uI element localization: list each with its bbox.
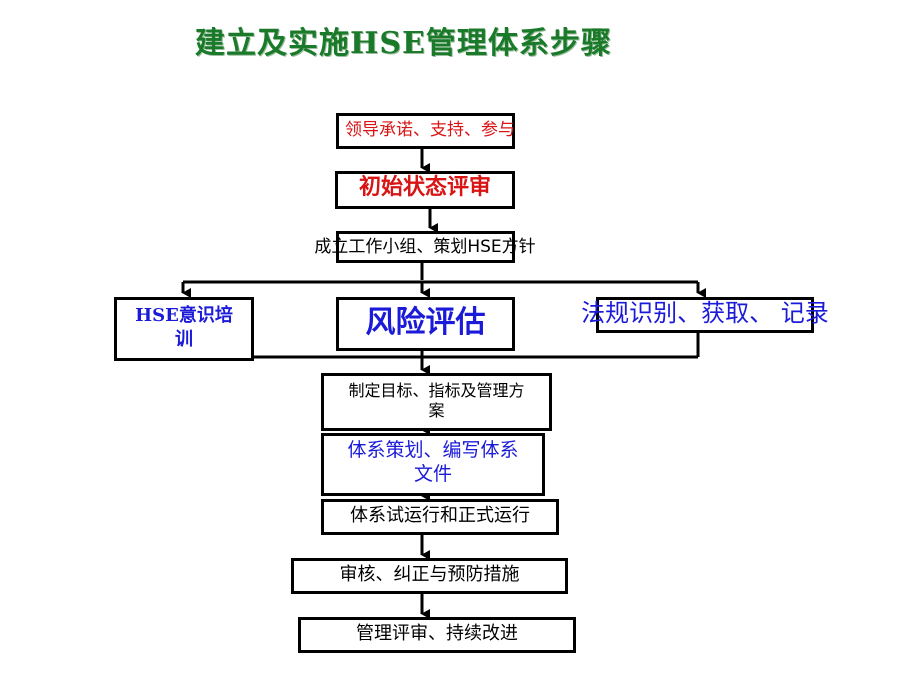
regulations-label: 法规识别、获取、 记录 <box>581 299 829 327</box>
system-planning-label-1: 体系策划、编写体系 <box>347 439 519 461</box>
hse-training-label-1: HSE意识培 <box>135 305 233 326</box>
audit-label: 审核、纠正与预防措施 <box>339 564 520 585</box>
initial-review-label: 初始状态评审 <box>358 174 491 200</box>
page-title: 建立及实施HSE管理体系步骤 <box>195 26 612 61</box>
objectives-label-1: 制定目标、指标及管理方 <box>348 381 525 400</box>
risk-assessment-label: 风险评估 <box>365 305 486 340</box>
hse-training-box <box>114 297 254 361</box>
review-box <box>298 617 576 653</box>
working-group-box <box>336 231 515 263</box>
system-planning-box <box>321 433 545 496</box>
review-label: 管理评审、持续改进 <box>356 623 518 644</box>
hse-training-label-2: 训 <box>175 329 193 350</box>
leadership-box <box>336 113 515 149</box>
system-planning-label-2: 文件 <box>413 463 452 485</box>
leadership-label: 领导承诺、支持、参与 <box>345 120 515 140</box>
initial-review-box <box>335 171 515 209</box>
audit-box <box>291 558 568 594</box>
regulations-box <box>596 297 814 333</box>
objectives-box <box>321 373 552 431</box>
risk-assessment-box <box>336 297 515 351</box>
working-group-label: 成立工作小组、策划HSE方针 <box>314 237 536 257</box>
trial-run-box <box>321 499 559 535</box>
objectives-label-2: 案 <box>428 401 445 420</box>
trial-run-label: 体系试运行和正式运行 <box>350 505 530 526</box>
